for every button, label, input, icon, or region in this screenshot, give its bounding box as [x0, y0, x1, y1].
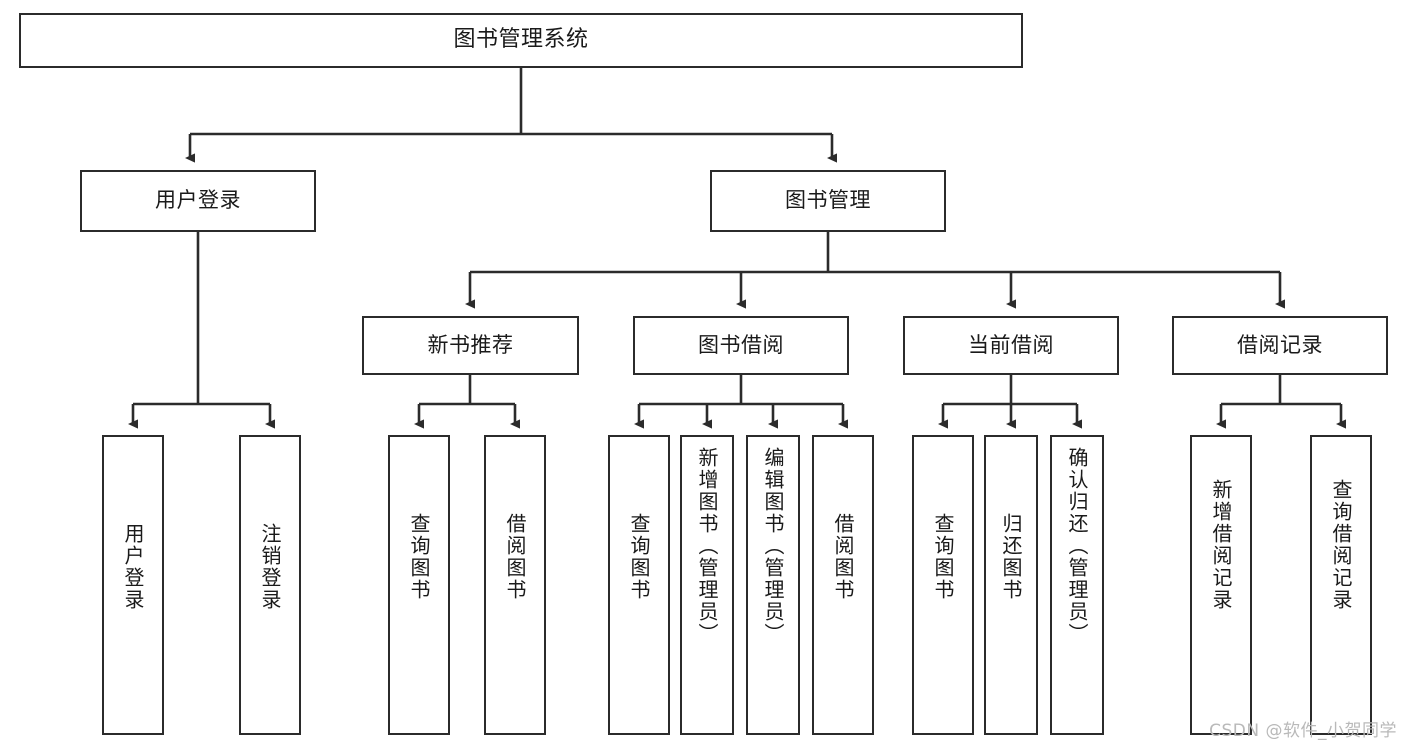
- leaf-edit-book-admin-label: 编辑图书（管理员）: [761, 447, 785, 645]
- leaf-return-book[interactable]: 归还图书: [984, 435, 1038, 735]
- node-book-borrow[interactable]: 图书借阅: [633, 316, 849, 375]
- node-root[interactable]: 图书管理系统: [19, 13, 1023, 68]
- leaf-query-book-current[interactable]: 查询图书: [912, 435, 974, 735]
- node-current-borrow[interactable]: 当前借阅: [903, 316, 1119, 375]
- leaf-confirm-return-admin[interactable]: 确认归还（管理员）: [1050, 435, 1104, 735]
- leaf-query-borrow-record-label: 查询借阅记录: [1329, 479, 1353, 611]
- node-book-management[interactable]: 图书管理: [710, 170, 946, 232]
- leaf-query-book-borrow[interactable]: 查询图书: [608, 435, 670, 735]
- node-user-login-label: 用户登录: [155, 188, 241, 213]
- leaf-edit-book-admin[interactable]: 编辑图书（管理员）: [746, 435, 800, 735]
- leaf-add-borrow-record-label: 新增借阅记录: [1209, 479, 1233, 611]
- csdn-watermark: CSDN @软件_小贺同学: [1209, 721, 1397, 741]
- leaf-query-book-recommend-label: 查询图书: [407, 513, 431, 601]
- node-current-borrow-label: 当前借阅: [968, 332, 1054, 357]
- leaf-query-book-current-label: 查询图书: [931, 513, 955, 601]
- leaf-query-borrow-record[interactable]: 查询借阅记录: [1310, 435, 1372, 735]
- leaf-confirm-return-admin-label: 确认归还（管理员）: [1065, 447, 1089, 645]
- leaf-query-book-recommend[interactable]: 查询图书: [388, 435, 450, 735]
- leaf-add-book-admin-label: 新增图书（管理员）: [695, 447, 719, 645]
- leaf-add-book-admin[interactable]: 新增图书（管理员）: [680, 435, 734, 735]
- leaf-borrow-book-recommend[interactable]: 借阅图书: [484, 435, 546, 735]
- node-root-label: 图书管理系统: [453, 27, 589, 53]
- node-new-book-recommend-label: 新书推荐: [427, 332, 514, 357]
- node-book-borrow-label: 图书借阅: [698, 332, 784, 357]
- leaf-logout[interactable]: 注销登录: [239, 435, 301, 735]
- leaf-query-book-borrow-label: 查询图书: [627, 513, 651, 601]
- leaf-borrow-book[interactable]: 借阅图书: [812, 435, 874, 735]
- leaf-user-login-label: 用户登录: [121, 523, 145, 611]
- leaf-borrow-book-recommend-label: 借阅图书: [503, 513, 527, 601]
- leaf-add-borrow-record[interactable]: 新增借阅记录: [1190, 435, 1252, 735]
- node-borrow-record-label: 借阅记录: [1237, 332, 1323, 357]
- node-new-book-recommend[interactable]: 新书推荐: [362, 316, 579, 375]
- node-book-management-label: 图书管理: [785, 188, 871, 213]
- leaf-logout-label: 注销登录: [258, 523, 282, 611]
- node-user-login[interactable]: 用户登录: [80, 170, 316, 232]
- node-borrow-record[interactable]: 借阅记录: [1172, 316, 1388, 375]
- leaf-return-book-label: 归还图书: [999, 513, 1023, 601]
- leaf-borrow-book-label: 借阅图书: [831, 513, 855, 601]
- leaf-user-login[interactable]: 用户登录: [102, 435, 164, 735]
